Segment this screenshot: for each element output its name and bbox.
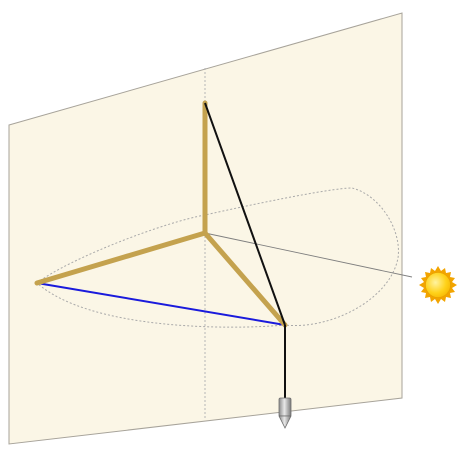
gold-frame — [34, 100, 288, 328]
horizontal-semicircle — [36, 187, 399, 328]
sun-core — [425, 272, 451, 298]
frame-left-arm — [34, 230, 208, 286]
blue-line — [36, 282, 286, 326]
frame-right-arm — [202, 230, 288, 328]
plumb-weight — [278, 397, 292, 429]
black-string — [204, 102, 286, 326]
sun-ray-line — [204, 232, 413, 278]
sun-icon — [419, 266, 457, 304]
